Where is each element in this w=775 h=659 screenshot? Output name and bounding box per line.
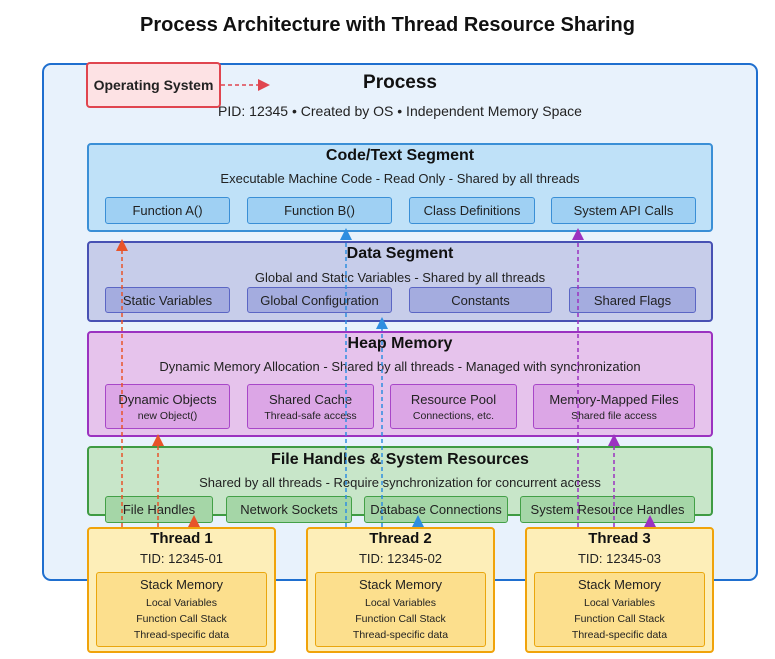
heap-item-shared-cache: Shared Cache Thread-safe access bbox=[247, 384, 374, 429]
heap-item-memory-mapped-files: Memory-Mapped Files Shared file access bbox=[533, 384, 695, 429]
thread-1-stack-memory: Stack Memory Local Variables Function Ca… bbox=[96, 572, 267, 647]
stack-title: Stack Memory bbox=[577, 576, 662, 592]
stack-line: Thread-specific data bbox=[352, 628, 449, 641]
resource-item-network-sockets: Network Sockets bbox=[226, 496, 352, 523]
process-subtitle: PID: 12345 • Created by OS • Independent… bbox=[218, 103, 582, 119]
resource-item-system-resource-handles: System Resource Handles bbox=[520, 496, 695, 523]
heap-item-sub: Shared file access bbox=[571, 409, 657, 422]
heap-item-label: Resource Pool bbox=[410, 391, 497, 407]
data-item-static-variables: Static Variables bbox=[105, 287, 230, 313]
resource-item-database-connections: Database Connections bbox=[364, 496, 508, 523]
heap-item-label: Memory-Mapped Files bbox=[549, 391, 679, 407]
data-item-shared-flags: Shared Flags bbox=[569, 287, 696, 313]
thread-1-tid: TID: 12345-01 bbox=[139, 551, 224, 566]
heap-item-sub: new Object() bbox=[137, 409, 198, 422]
stack-line: Thread-specific data bbox=[133, 628, 230, 641]
stack-line: Local Variables bbox=[145, 596, 217, 609]
thread-3-tid: TID: 12345-03 bbox=[577, 551, 662, 566]
heap-item-resource-pool: Resource Pool Connections, etc. bbox=[390, 384, 517, 429]
file-handles-title: File Handles & System Resources bbox=[271, 451, 529, 468]
data-item-constants: Constants bbox=[409, 287, 552, 313]
data-segment-subtitle: Global and Static Variables - Shared by … bbox=[254, 270, 546, 285]
stack-line: Function Call Stack bbox=[136, 612, 227, 625]
thread-2-tid: TID: 12345-02 bbox=[358, 551, 443, 566]
resource-item-file-handles: File Handles bbox=[105, 496, 213, 523]
thread-1-name: Thread 1 bbox=[150, 530, 213, 547]
thread-3-stack-memory: Stack Memory Local Variables Function Ca… bbox=[534, 572, 705, 647]
code-item-function-a: Function A() bbox=[105, 197, 230, 224]
file-handles-subtitle: Shared by all threads - Require synchron… bbox=[199, 475, 601, 490]
code-segment-subtitle: Executable Machine Code - Read Only - Sh… bbox=[220, 171, 580, 186]
heap-item-sub: Connections, etc. bbox=[412, 409, 495, 422]
process-title: Process bbox=[363, 72, 437, 93]
diagram-title: Process Architecture with Thread Resourc… bbox=[140, 14, 635, 36]
code-item-function-b: Function B() bbox=[247, 197, 392, 224]
heap-item-sub: Thread-safe access bbox=[264, 409, 357, 422]
operating-system-box: Operating System bbox=[86, 62, 221, 108]
data-item-global-configuration: Global Configuration bbox=[247, 287, 392, 313]
heap-item-label: Dynamic Objects bbox=[118, 391, 217, 407]
thread-2-name: Thread 2 bbox=[369, 530, 432, 547]
code-item-class-definitions: Class Definitions bbox=[409, 197, 535, 224]
stack-line: Local Variables bbox=[583, 596, 655, 609]
thread-3-name: Thread 3 bbox=[588, 530, 651, 547]
heap-item-label: Shared Cache bbox=[268, 391, 353, 407]
code-item-system-api-calls: System API Calls bbox=[551, 197, 696, 224]
code-segment-title: Code/Text Segment bbox=[325, 147, 475, 164]
heap-memory-subtitle: Dynamic Memory Allocation - Shared by al… bbox=[159, 359, 641, 374]
heap-item-dynamic-objects: Dynamic Objects new Object() bbox=[105, 384, 230, 429]
data-segment-title: Data Segment bbox=[346, 245, 454, 262]
stack-line: Function Call Stack bbox=[355, 612, 446, 625]
stack-line: Thread-specific data bbox=[571, 628, 668, 641]
thread-2-stack-memory: Stack Memory Local Variables Function Ca… bbox=[315, 572, 486, 647]
heap-memory-title: Heap Memory bbox=[347, 335, 453, 352]
stack-line: Local Variables bbox=[364, 596, 436, 609]
stack-line: Function Call Stack bbox=[574, 612, 665, 625]
stack-title: Stack Memory bbox=[358, 576, 443, 592]
stack-title: Stack Memory bbox=[139, 576, 224, 592]
